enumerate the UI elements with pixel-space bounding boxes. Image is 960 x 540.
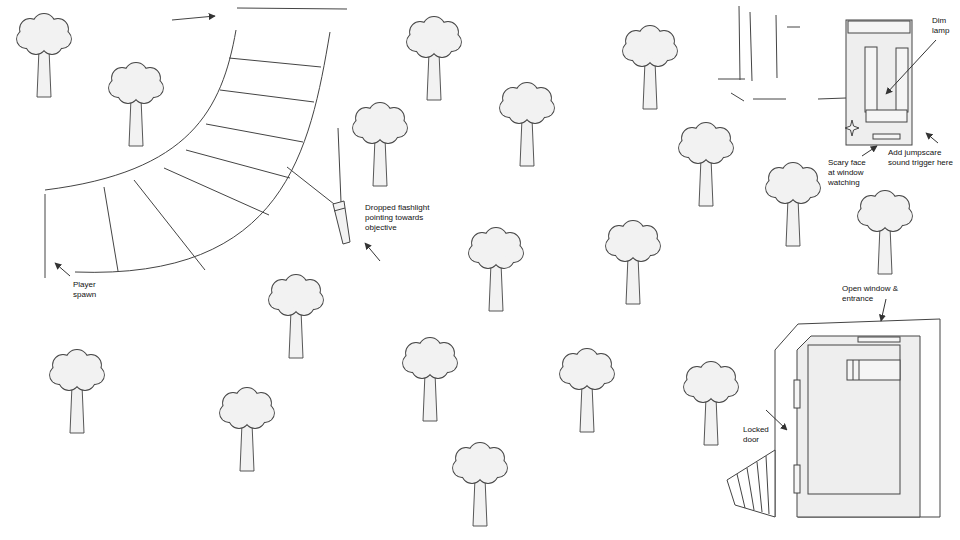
annotation-note: Scary face at window watching [828, 158, 868, 188]
annotation-note: Player spawn [73, 280, 113, 300]
annotation-note: Add jumpscare sound trigger here [888, 148, 956, 168]
annotation-note: Open window & entrance [842, 284, 908, 304]
annotation-note: Locked door [743, 425, 779, 445]
annotation-note: Dropped flashlight pointing towards obje… [365, 203, 443, 233]
annotation-note: Dim lamp [932, 16, 956, 36]
